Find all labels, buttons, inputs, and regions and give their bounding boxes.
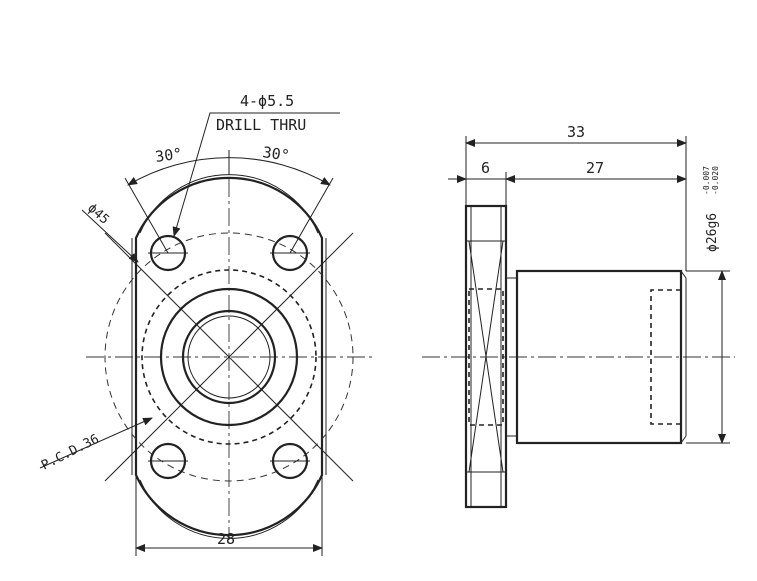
tolerance-lower: -0.020 bbox=[711, 166, 720, 195]
angle-left-label: 30° bbox=[154, 144, 183, 166]
side-view bbox=[422, 136, 735, 509]
diagonal-centerline-2 bbox=[104, 232, 354, 482]
hole-callout-leader bbox=[172, 112, 340, 237]
drill-thru-note: DRILL THRU bbox=[216, 116, 306, 134]
body-dia-label: ϕ26g6 bbox=[705, 213, 720, 252]
flange-dia-leader bbox=[81, 209, 139, 263]
pcd-leader bbox=[39, 417, 153, 469]
angle-right-label: 30° bbox=[261, 143, 290, 165]
flange-dia-label: ϕ45 bbox=[84, 201, 111, 228]
bore-inner-circle bbox=[187, 315, 271, 399]
flange-hole-hidden bbox=[468, 288, 504, 426]
pcd-label: P.C.D.36 bbox=[39, 432, 102, 474]
pcd-circle bbox=[141, 269, 317, 445]
width-dimension-label: 28 bbox=[217, 530, 235, 548]
front-view bbox=[39, 112, 375, 556]
flange-side bbox=[464, 204, 508, 509]
bore-outer-circle bbox=[181, 309, 277, 405]
hole-count-callout: 4-ϕ5.5 bbox=[240, 92, 294, 110]
flange-thickness-label: 6 bbox=[481, 159, 490, 177]
shoulder-circle bbox=[159, 287, 299, 427]
flange-diameter-phantom-circle bbox=[104, 232, 354, 482]
tolerance-upper: -0.007 bbox=[702, 166, 711, 195]
body-side bbox=[515, 269, 683, 445]
body-length-label: 27 bbox=[586, 159, 604, 177]
overall-length-label: 33 bbox=[567, 123, 585, 141]
